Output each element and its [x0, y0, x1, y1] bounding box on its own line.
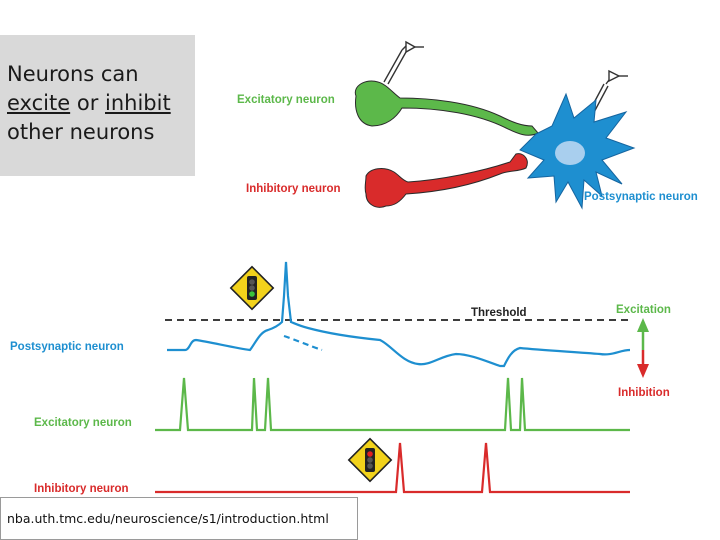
label-excitatory-trace: Excitatory neuron: [34, 417, 132, 429]
excitatory-neuron-cell: [354, 80, 539, 136]
excitatory-trace: [155, 377, 630, 432]
label-postsynaptic-neuron-top: Postsynaptic neuron: [584, 191, 698, 203]
traffic-light-red-sign-icon: [347, 437, 393, 483]
inhibitory-neuron-cell: [364, 153, 528, 208]
source-url: nba.uth.tmc.edu/neuroscience/s1/introduc…: [7, 511, 329, 526]
label-excitation: Excitation: [616, 304, 671, 316]
title-word-inhibit: inhibit: [105, 91, 171, 115]
title-line-1: Neurons can: [7, 62, 139, 86]
postsynaptic-nucleus: [555, 141, 585, 165]
inhibitory-trace: [155, 442, 630, 494]
title-box: [0, 35, 195, 176]
slide-title: Neurons can excite or inhibit other neuron…: [7, 60, 192, 147]
label-postsynaptic-trace: Postsynaptic neuron: [10, 341, 124, 353]
label-inhibitory-trace: Inhibitory neuron: [34, 483, 129, 495]
title-word-or: or: [76, 91, 99, 115]
source-box: nba.uth.tmc.edu/neuroscience/s1/introduc…: [0, 497, 358, 540]
postsynaptic-trace-dashed: [283, 334, 323, 352]
excitation-arrow: [637, 318, 649, 350]
label-excitatory-neuron-top: Excitatory neuron: [237, 94, 335, 106]
postsynaptic-trace: [167, 261, 631, 368]
traffic-light-green-sign-icon: [229, 265, 275, 311]
inhibition-arrow: [637, 350, 649, 378]
title-word-excite: excite: [7, 91, 71, 115]
label-threshold: Threshold: [471, 307, 527, 319]
label-inhibition: Inhibition: [618, 387, 670, 399]
electrode-icon: [383, 40, 424, 85]
label-inhibitory-neuron-top: Inhibitory neuron: [246, 183, 341, 195]
title-line-3: other neurons: [7, 120, 155, 144]
